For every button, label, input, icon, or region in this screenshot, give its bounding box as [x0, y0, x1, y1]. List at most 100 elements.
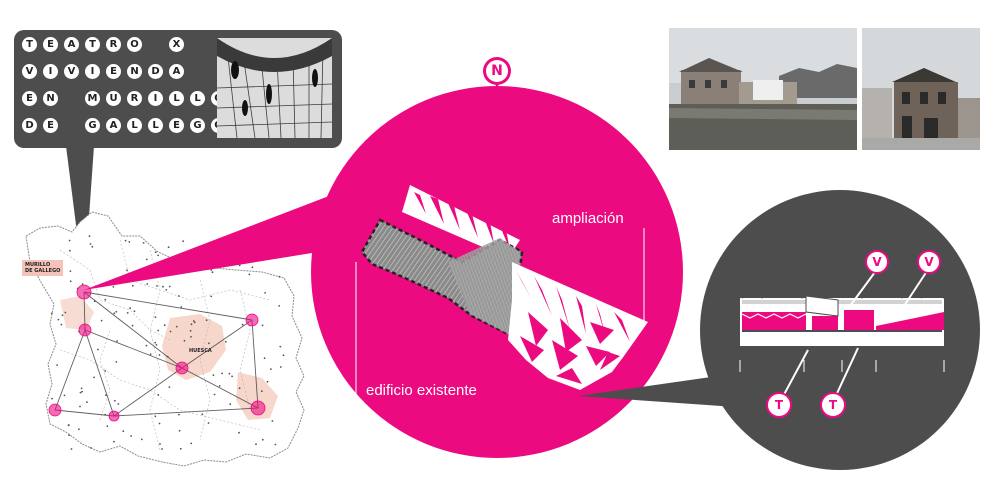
settlement-dot	[175, 325, 178, 328]
settlement-dot	[248, 273, 251, 276]
title-letter: E	[169, 118, 184, 133]
settlement-dot	[263, 357, 266, 360]
settlement-dot	[178, 429, 181, 432]
settlement-dot	[193, 321, 196, 324]
settlement-dot	[211, 271, 214, 274]
settlement-dot	[124, 239, 127, 242]
settlement-dot	[282, 354, 285, 357]
title-letter: D	[22, 118, 37, 133]
settlement-dot	[129, 307, 132, 310]
settlement-dot	[97, 348, 99, 351]
title-letter: E	[43, 118, 58, 133]
settlement-dot	[70, 448, 73, 450]
title-letter: O	[127, 37, 142, 52]
settlement-dot	[190, 336, 192, 338]
settlement-dot	[157, 254, 160, 257]
settlement-dot	[142, 242, 145, 244]
settlement-dot	[88, 235, 91, 238]
settlement-dot	[154, 341, 157, 344]
huesca-label: HUESCA	[189, 348, 212, 354]
settlement-dot	[50, 312, 53, 315]
settlement-dot	[201, 413, 204, 416]
settlement-dot	[154, 251, 157, 254]
settlement-dot	[163, 324, 166, 327]
settlement-dot	[145, 344, 148, 347]
settlement-dot	[68, 239, 71, 242]
settlement-dot	[255, 443, 257, 446]
settlement-dot	[161, 448, 164, 450]
title-space	[64, 118, 79, 133]
north-marker-icon: N	[483, 57, 511, 85]
settlement-dot	[67, 424, 70, 427]
settlement-dot	[157, 329, 160, 332]
settlement-dot	[190, 442, 193, 445]
title-line: ENMURILLO	[22, 91, 226, 113]
settlement-dot	[131, 284, 134, 287]
title-letter: R	[106, 37, 121, 52]
north-label: N	[491, 63, 503, 79]
title-letter: R	[127, 91, 142, 106]
settlement-dot	[260, 390, 263, 393]
settlement-dot	[213, 393, 216, 396]
settlement-dot	[210, 269, 213, 271]
settlement-dot	[158, 422, 161, 425]
settlement-dot	[177, 295, 180, 297]
t-badge-1: T	[766, 392, 792, 418]
settlement-dot	[117, 403, 120, 405]
settlement-dot	[122, 430, 125, 433]
title-letter: A	[64, 37, 79, 52]
settlement-dot	[131, 324, 134, 327]
title-letter: V	[64, 64, 79, 79]
settlement-dot	[140, 438, 143, 441]
settlement-dot	[261, 438, 264, 441]
ampliacion-label: ampliación	[552, 210, 624, 227]
settlement-dot	[221, 372, 224, 375]
settlement-dot	[79, 405, 81, 408]
building-photo	[862, 28, 980, 150]
murillo-label: MURILLO DE GALLEGO	[22, 260, 64, 276]
title-letter: L	[148, 118, 163, 133]
settlement-dot	[271, 420, 274, 422]
settlement-dot	[241, 323, 244, 326]
settlement-dot	[278, 305, 281, 307]
settlement-dot	[69, 280, 72, 283]
settlement-dot	[69, 270, 72, 272]
settlement-dot	[178, 413, 180, 416]
settlement-dot	[133, 310, 136, 313]
title-letter: E	[43, 37, 58, 52]
title-space	[148, 37, 163, 52]
settlement-dot	[229, 403, 232, 406]
settlement-dot	[104, 370, 107, 372]
settlement-dot	[156, 285, 158, 287]
title-letter: I	[43, 64, 58, 79]
settlement-dot	[189, 329, 192, 332]
title-letter: D	[148, 64, 163, 79]
existente-label: edificio existente	[366, 382, 477, 399]
settlement-dot	[205, 319, 208, 322]
settlement-dot	[112, 286, 115, 288]
settlement-dot	[51, 397, 53, 400]
settlement-dot	[79, 391, 82, 394]
settlement-dot	[183, 339, 186, 342]
settlement-dot	[57, 318, 60, 321]
settlement-dot	[114, 399, 116, 402]
title-letter: U	[106, 91, 121, 106]
settlement-dot	[126, 269, 128, 272]
settlement-dot	[159, 443, 161, 445]
settlement-dot	[238, 387, 241, 390]
settlement-dot	[91, 245, 94, 248]
settlement-dot	[278, 275, 281, 278]
settlement-dot	[179, 447, 182, 450]
v-badge-1: V	[865, 250, 889, 274]
title-letter: I	[148, 91, 163, 106]
settlement-dot	[224, 340, 227, 343]
settlement-dot	[149, 353, 152, 356]
settlement-dot	[274, 443, 277, 446]
settlement-dot	[279, 345, 282, 348]
settlement-dot	[63, 394, 66, 397]
settlement-dot	[162, 285, 164, 288]
settlement-dot	[154, 415, 157, 418]
